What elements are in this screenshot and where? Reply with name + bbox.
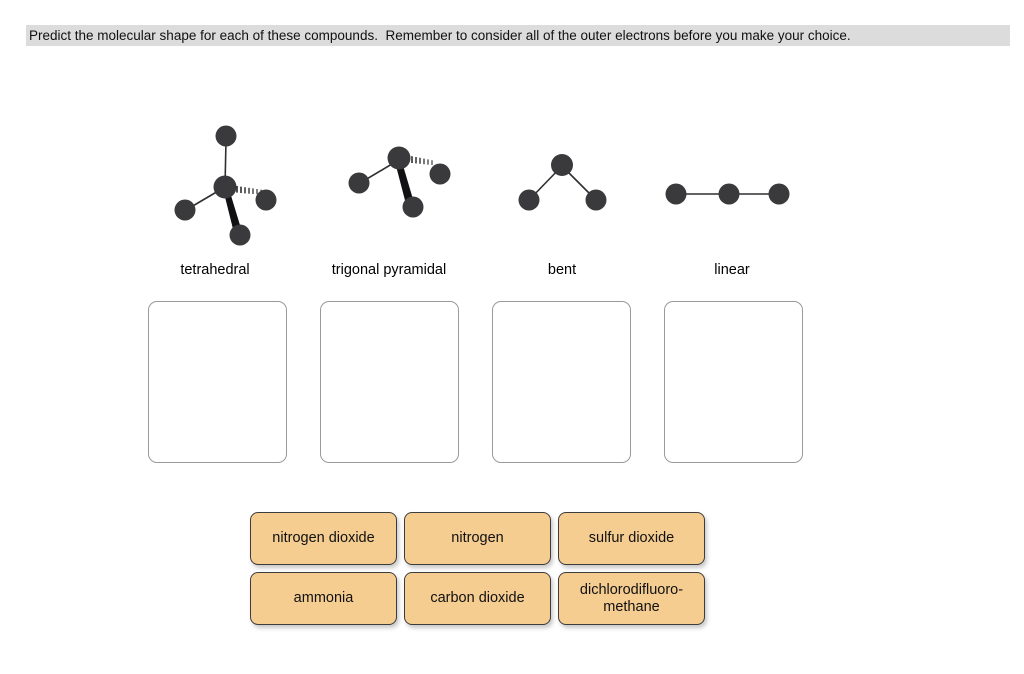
- tile-carbon-dioxide[interactable]: carbon dioxide: [404, 572, 551, 625]
- tile-ammonia[interactable]: ammonia: [250, 572, 397, 625]
- bent-molecule-diagram: [462, 100, 662, 260]
- shape-column-trigonal-pyramidal: trigonal pyramidal: [289, 100, 489, 300]
- instruction-banner: Predict the molecular shape for each of …: [26, 25, 1010, 46]
- dropzone-linear[interactable]: [664, 301, 803, 463]
- shape-label-trigonal-pyramidal: trigonal pyramidal: [331, 262, 447, 278]
- shape-label-bent: bent: [547, 262, 577, 278]
- tile-sulfur-dioxide[interactable]: sulfur dioxide: [558, 512, 705, 565]
- tile-nitrogen-dioxide[interactable]: nitrogen dioxide: [250, 512, 397, 565]
- answer-tile-tray: nitrogen dioxide nitrogen sulfur dioxide…: [250, 512, 712, 634]
- shape-column-bent: bent: [462, 100, 662, 300]
- shape-label-linear: linear: [714, 262, 750, 278]
- shape-column-linear: linear: [632, 100, 832, 300]
- shape-diagrams-row: tetrahedral: [0, 100, 1024, 300]
- dropzone-bent[interactable]: [492, 301, 631, 463]
- trigonal-pyramidal-molecule-diagram: [289, 100, 489, 260]
- tile-nitrogen[interactable]: nitrogen: [404, 512, 551, 565]
- tile-dichlorodifluoromethane[interactable]: dichlorodifluoro- methane: [558, 572, 705, 625]
- instruction-text: Predict the molecular shape for each of …: [29, 28, 851, 43]
- dropzone-tetrahedral[interactable]: [148, 301, 287, 463]
- linear-molecule-diagram: [632, 100, 832, 260]
- shape-label-tetrahedral: tetrahedral: [180, 262, 250, 278]
- dropzone-trigonal-pyramidal[interactable]: [320, 301, 459, 463]
- shape-column-tetrahedral: tetrahedral: [115, 100, 315, 300]
- tetrahedral-molecule-diagram: [115, 100, 315, 260]
